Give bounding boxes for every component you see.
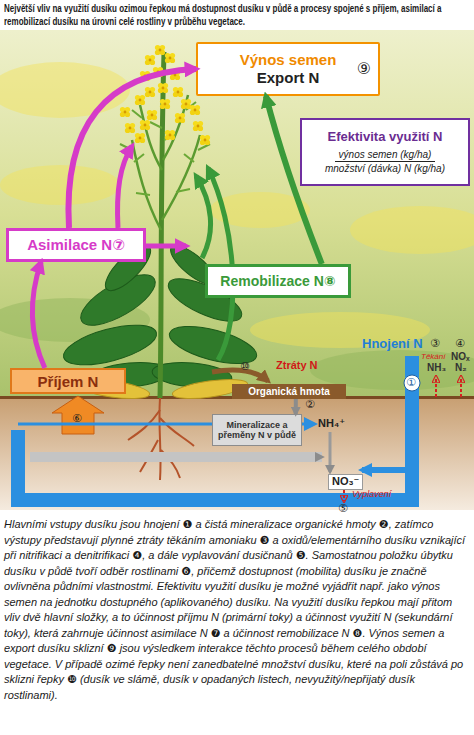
box-title: Výnos semen	[240, 51, 337, 69]
pod	[184, 154, 194, 162]
flower	[140, 120, 150, 130]
chemical-formula: NH₄⁺	[318, 418, 345, 430]
flower	[160, 99, 170, 109]
flower	[125, 123, 135, 133]
flower	[155, 45, 165, 55]
assimilation-arrow	[146, 244, 186, 249]
flower	[135, 95, 145, 105]
branches	[132, 95, 200, 230]
yield-box: Výnos semenExport N ⑨	[196, 42, 380, 96]
callout-number: ②	[305, 399, 315, 411]
flow-arrow	[32, 262, 44, 368]
root	[160, 418, 194, 446]
flower	[135, 133, 145, 143]
roots	[128, 398, 194, 480]
figure-caption: Hlavními vstupy dusíku jsou hnojení ❶ a …	[4, 517, 470, 703]
uptake-box: Příjem N	[10, 368, 126, 394]
organic-matter-band: Organická hmota	[232, 384, 346, 399]
flower	[145, 87, 155, 97]
flower	[120, 107, 130, 117]
volatilization-arrow	[435, 377, 437, 397]
box-title: Asimilace N⑦	[27, 236, 125, 254]
flower	[173, 87, 183, 97]
flower	[190, 105, 200, 115]
callout-number: ⑤	[338, 503, 348, 515]
flower	[181, 99, 191, 109]
flower	[165, 53, 175, 63]
flow-arrow	[294, 399, 298, 414]
uptake-arrow	[52, 396, 104, 434]
flower	[200, 135, 210, 145]
assimilation-arrow	[118, 146, 132, 228]
box-title: Organická hmota	[248, 386, 330, 397]
flower	[140, 71, 150, 81]
callout-number: ⑩	[240, 361, 250, 373]
nitrate-flow	[30, 452, 322, 462]
leaching-arrow	[343, 490, 345, 501]
flower	[145, 55, 155, 65]
pod	[176, 189, 190, 192]
box-subtitle: Export N	[257, 69, 320, 87]
remobilization-arrow	[196, 176, 211, 258]
nitrification-arrow	[329, 432, 332, 472]
fertilizer-arrow	[362, 467, 405, 473]
flower	[170, 70, 180, 80]
flower	[147, 110, 157, 120]
callout-number: ⑥	[72, 413, 82, 425]
box-title: Příjem N	[38, 373, 99, 390]
denitrification-arrow	[460, 377, 462, 397]
pod	[132, 110, 142, 118]
process-label: Těkání	[421, 353, 445, 361]
input-label: Hnojení N	[362, 337, 423, 351]
chemical-formula: NOₓ	[451, 352, 470, 363]
callout-circle	[404, 375, 420, 391]
box-title: Efektivita využití N	[328, 129, 443, 145]
figure-title: Největší vliv na využití dusíku ozimou ř…	[4, 2, 470, 28]
callout-number: ⑨	[357, 59, 371, 78]
pod	[150, 122, 162, 128]
flow-arrow	[68, 69, 196, 228]
remobilization-box: Remobilizace N⑧	[205, 264, 351, 298]
flower	[165, 130, 175, 140]
assimilation-box: Asimilace N⑦	[6, 228, 146, 262]
pod	[134, 154, 144, 162]
mineralization-box: Mineralizace a přeměny N v půdě	[212, 414, 302, 446]
efficiency-box: Efektivita využití N výnos semen (kg/ha)m…	[300, 118, 470, 186]
chemical-formula: NH₃	[427, 363, 446, 374]
branch	[132, 140, 161, 230]
fertilizer-flow	[18, 356, 412, 500]
callout-number: ④	[455, 338, 465, 350]
box-title: Remobilizace N⑧	[220, 273, 335, 289]
flower	[158, 83, 168, 93]
chemical-formula: NO₃⁻	[328, 474, 363, 490]
field-blur	[0, 62, 474, 390]
process-label: Vyplavení	[352, 490, 391, 499]
field-blur	[0, 62, 130, 118]
field-blur	[0, 165, 120, 205]
box-subtitle: množství (dávka) N (kg/ha)	[325, 162, 445, 175]
field-blur	[350, 206, 474, 254]
pod	[136, 193, 150, 195]
loss-label: Ztráty N	[276, 360, 318, 372]
flower	[193, 121, 203, 131]
flower	[153, 67, 163, 77]
chemical-formula: N₂	[455, 363, 467, 374]
box-subtitle: výnos semen (kg/ha)	[335, 148, 436, 162]
callout-number: ③	[430, 338, 440, 350]
callout-number: ①	[406, 377, 416, 389]
flower	[175, 113, 185, 123]
box-title: Mineralizace a přeměny N v půdě	[213, 420, 301, 441]
